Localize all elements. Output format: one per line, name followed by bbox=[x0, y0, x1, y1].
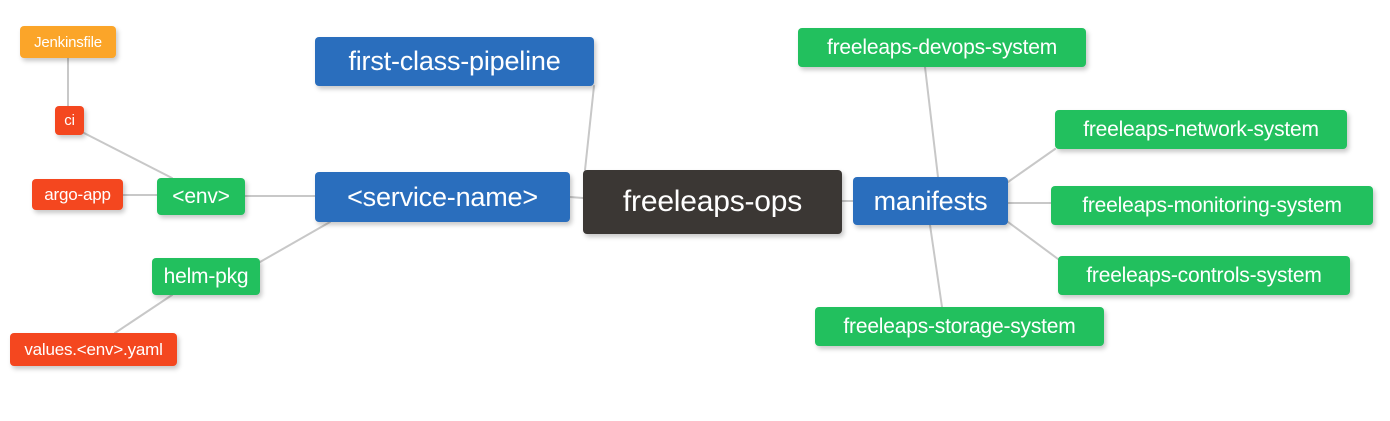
mindmap-node-freeleaps-monitoring-system[interactable]: freeleaps-monitoring-system bbox=[1051, 186, 1373, 225]
edge-freeleaps-controls-system-to-manifests bbox=[1007, 221, 1059, 260]
mindmap-node-label-freeleaps-devops-system: freeleaps-devops-system bbox=[827, 36, 1057, 59]
mindmap-node-first-class-pipeline[interactable]: first-class-pipeline bbox=[315, 37, 594, 86]
edge-ci-to-env bbox=[83, 132, 173, 179]
mindmap-node-service-name[interactable]: <service-name> bbox=[315, 172, 570, 222]
mindmap-node-values-env-yaml[interactable]: values.<env>.yaml bbox=[10, 333, 177, 366]
edge-freeleaps-network-system-to-manifests bbox=[1007, 148, 1056, 183]
mindmap-node-label-freeleaps-storage-system: freeleaps-storage-system bbox=[843, 315, 1076, 338]
mindmap-node-label-first-class-pipeline: first-class-pipeline bbox=[348, 46, 561, 76]
mindmap-node-env[interactable]: <env> bbox=[157, 178, 245, 215]
mindmap-node-label-values-env-yaml: values.<env>.yaml bbox=[24, 340, 163, 359]
mindmap-node-freeleaps-ops[interactable]: freeleaps-ops bbox=[583, 170, 842, 234]
mindmap-node-freeleaps-devops-system[interactable]: freeleaps-devops-system bbox=[798, 28, 1086, 67]
mindmap-node-label-freeleaps-ops: freeleaps-ops bbox=[622, 185, 803, 218]
mindmap-node-label-freeleaps-controls-system: freeleaps-controls-system bbox=[1086, 264, 1322, 287]
edge-freeleaps-storage-system-to-manifests bbox=[929, 224, 943, 308]
edge-values-env-yaml-to-helm-pkg bbox=[114, 294, 173, 334]
edge-helm-pkg-to-service-name bbox=[259, 221, 331, 263]
mindmap-node-label-env: <env> bbox=[172, 185, 230, 208]
mindmap-node-label-service-name: <service-name> bbox=[347, 181, 538, 212]
mindmap-node-label-ci: ci bbox=[64, 112, 75, 129]
mindmap-node-freeleaps-storage-system[interactable]: freeleaps-storage-system bbox=[815, 307, 1104, 346]
edge-first-class-pipeline-to-freeleaps-ops bbox=[584, 85, 595, 171]
mindmap-node-label-freeleaps-network-system: freeleaps-network-system bbox=[1083, 118, 1319, 141]
mindmap-node-manifests[interactable]: manifests bbox=[853, 177, 1008, 225]
edge-service-name-to-freeleaps-ops bbox=[569, 196, 584, 199]
mindmap-node-label-jenkinsfile: Jenkinsfile bbox=[34, 33, 102, 51]
mindmap-node-label-argo-app: argo-app bbox=[44, 185, 111, 204]
mindmap-node-helm-pkg[interactable]: helm-pkg bbox=[152, 258, 260, 295]
mindmap-node-argo-app[interactable]: argo-app bbox=[32, 179, 123, 210]
mindmap-node-ci[interactable]: ci bbox=[55, 106, 84, 135]
mindmap-node-freeleaps-network-system[interactable]: freeleaps-network-system bbox=[1055, 110, 1347, 149]
mindmap-node-label-manifests: manifests bbox=[873, 185, 988, 216]
mindmap-node-freeleaps-controls-system[interactable]: freeleaps-controls-system bbox=[1058, 256, 1350, 295]
mindmap-node-label-freeleaps-monitoring-system: freeleaps-monitoring-system bbox=[1082, 194, 1342, 217]
edge-freeleaps-devops-system-to-manifests bbox=[924, 66, 939, 178]
mindmap-node-label-helm-pkg: helm-pkg bbox=[163, 265, 249, 288]
mindmap-node-jenkinsfile[interactable]: Jenkinsfile bbox=[20, 26, 116, 58]
